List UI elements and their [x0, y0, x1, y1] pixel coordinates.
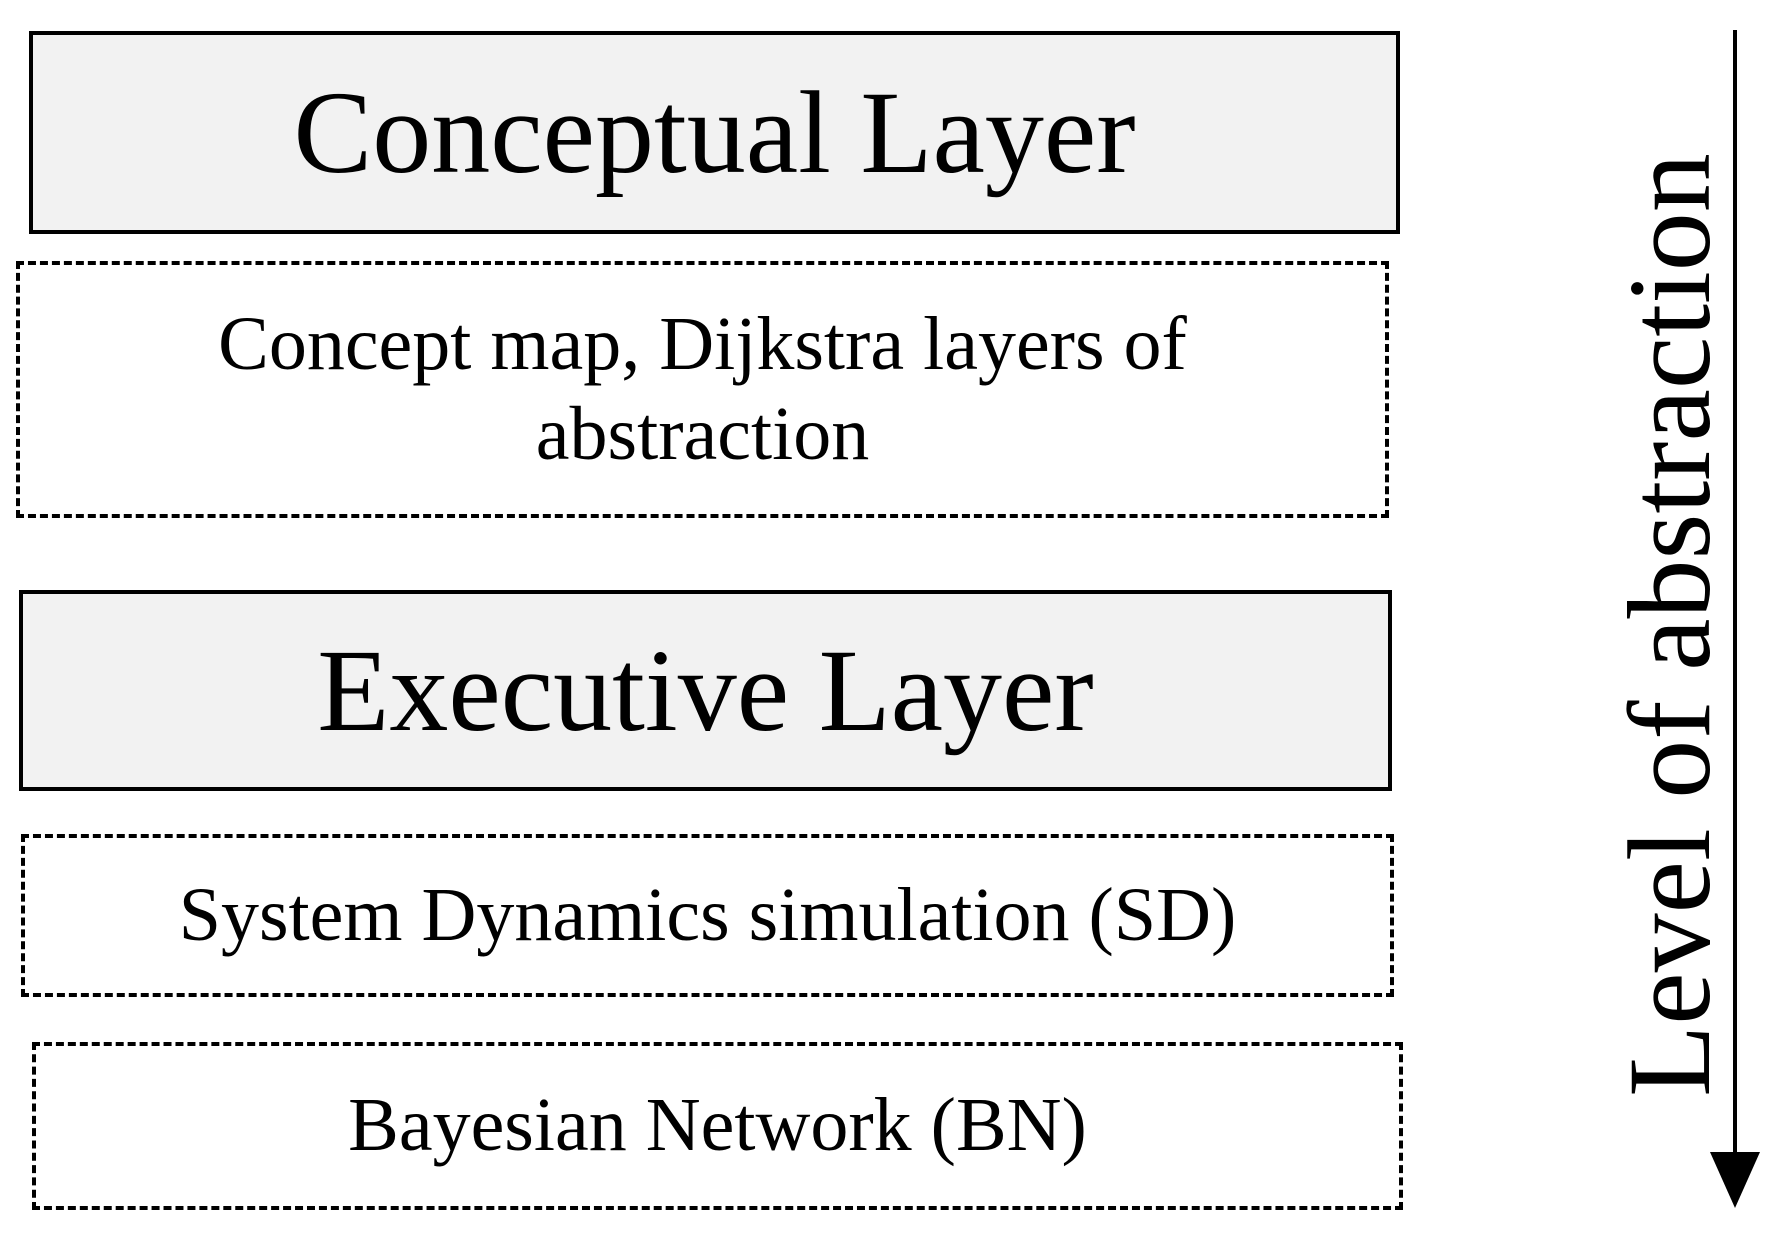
system-dynamics-box: System Dynamics simulation (SD) — [21, 834, 1394, 997]
executive-layer-title: Executive Layer — [317, 624, 1094, 756]
conceptual-layer-title: Conceptual Layer — [293, 66, 1136, 198]
bayesian-network-box: Bayesian Network (BN) — [32, 1042, 1403, 1210]
executive-layer-box: Executive Layer — [19, 590, 1392, 791]
conceptual-detail-box: Concept map, Dijkstra layers of abstract… — [16, 261, 1389, 518]
conceptual-detail-text: Concept map, Dijkstra layers of abstract… — [218, 301, 1187, 476]
system-dynamics-text: System Dynamics simulation (SD) — [178, 872, 1237, 957]
arrow-down-icon — [1710, 30, 1760, 1208]
bayesian-network-text: Bayesian Network (BN) — [348, 1083, 1087, 1168]
abstraction-axis-label: Level of abstraction — [1604, 153, 1735, 1097]
abstraction-axis-arrowhead — [1710, 1152, 1760, 1208]
conceptual-layer-box: Conceptual Layer — [29, 31, 1400, 234]
